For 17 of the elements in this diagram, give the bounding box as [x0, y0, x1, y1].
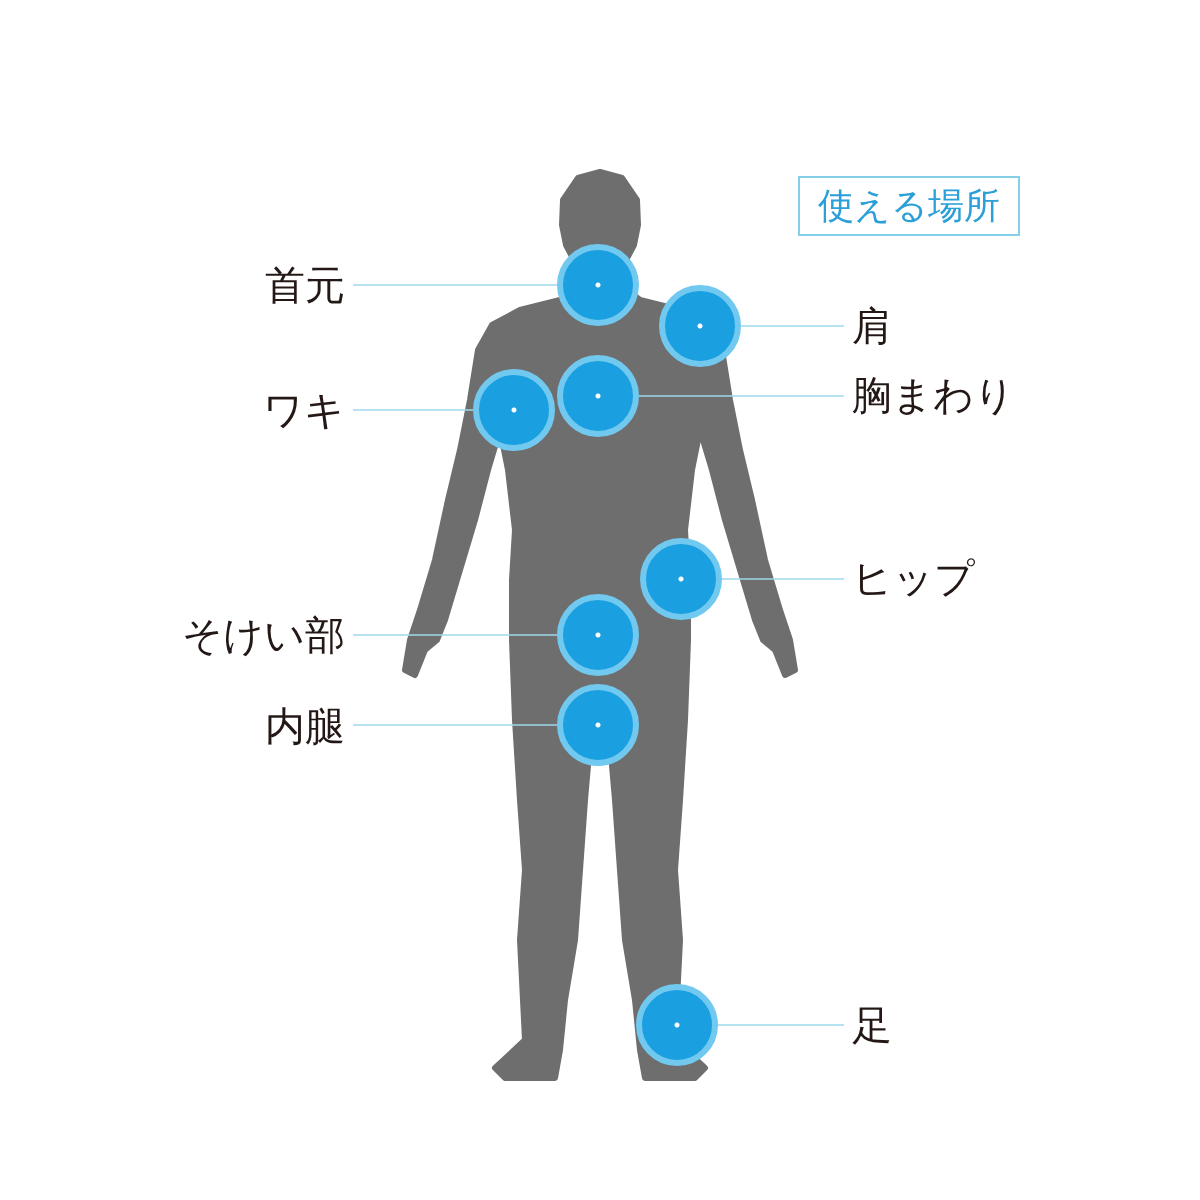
body-part-label: 肩: [852, 302, 892, 350]
leader-line: [352, 284, 558, 286]
leader-line: [717, 1024, 845, 1026]
body-part-label: 首元: [265, 261, 345, 309]
body-part-label: ヒップ: [852, 554, 975, 602]
leader-line: [352, 724, 558, 726]
body-part-label: 内腿: [265, 702, 345, 750]
leader-line: [638, 395, 845, 397]
leader-line: [352, 409, 474, 411]
heading-tag: 使える場所: [798, 176, 1020, 236]
leader-line: [721, 578, 845, 580]
body-part-label: そけい部: [182, 611, 345, 659]
body-part-label: 胸まわり: [852, 371, 1015, 419]
body-part-label: 足: [852, 1001, 892, 1049]
leader-line: [352, 634, 558, 636]
body-part-label: ワキ: [263, 386, 345, 434]
leader-line: [740, 325, 845, 327]
